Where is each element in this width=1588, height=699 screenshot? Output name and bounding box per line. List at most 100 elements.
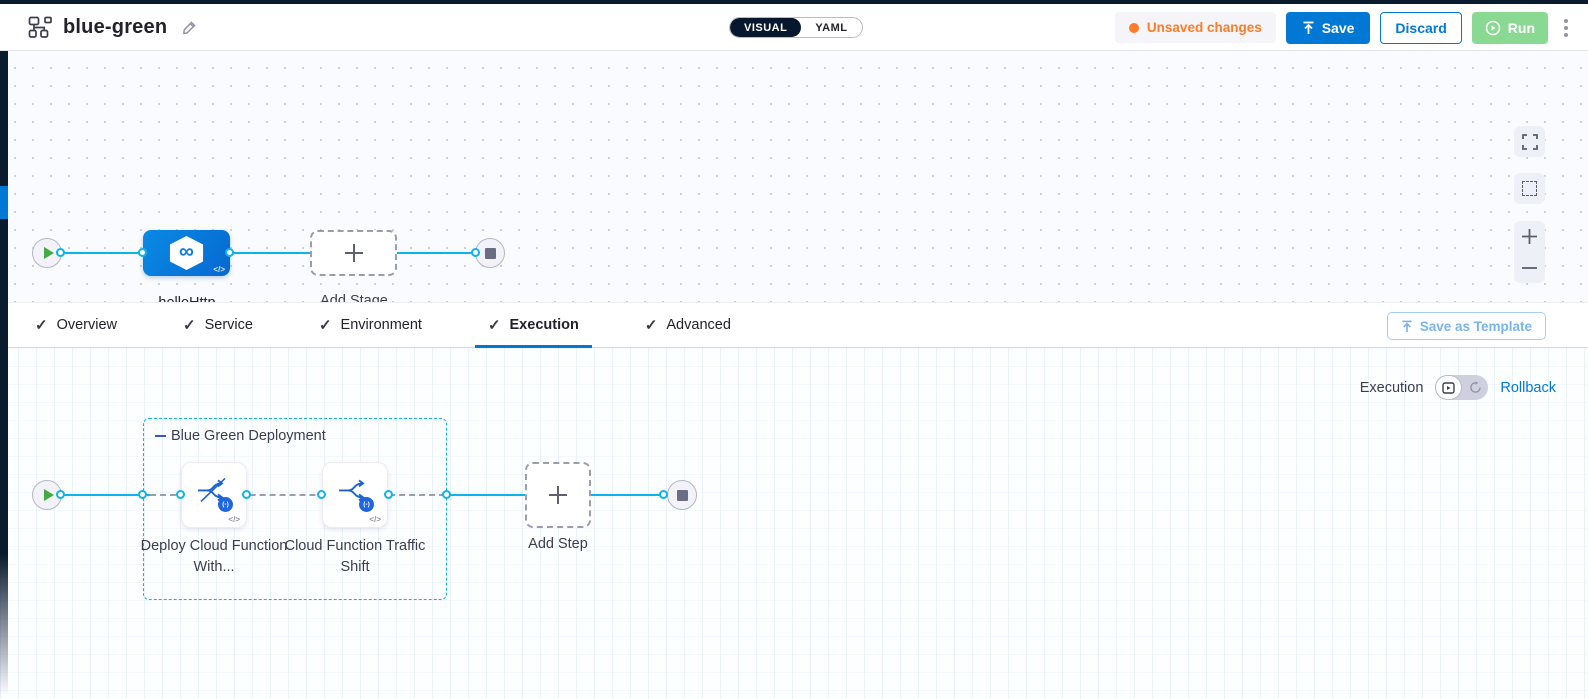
step-group-label: Blue Green Deployment: [171, 428, 326, 444]
code-glyph-icon: </>: [228, 515, 240, 524]
step-label-traffic-shift: Cloud Function Traffic Shift: [284, 538, 426, 576]
check-icon: ✓: [35, 317, 48, 334]
header-actions: Unsaved changes Save Discard: [1114, 4, 1574, 51]
discard-button[interactable]: Discard: [1380, 11, 1462, 44]
collapsed-nav-strip: [0, 51, 8, 696]
check-icon: ✓: [318, 317, 332, 334]
start-play-icon: [43, 489, 54, 501]
minus-icon: [1522, 266, 1537, 269]
plus-icon: [344, 244, 363, 262]
stage-tabbar: ✓ Overview ✓ Service ✓ Environment ✓ Exe…: [0, 302, 1588, 348]
unsaved-dot-icon: [1128, 22, 1139, 33]
connector-ring: [225, 248, 234, 257]
unsaved-changes-badge: Unsaved changes: [1114, 12, 1276, 43]
tab-service[interactable]: ✓ Service: [170, 303, 266, 347]
step-node-traffic-shift[interactable]: (-) </>: [322, 462, 388, 528]
collapse-dash-icon: [155, 434, 166, 438]
tab-label: Environment: [340, 317, 422, 333]
visual-yaml-toggle: VISUAL YAML: [729, 17, 863, 38]
save-button[interactable]: Save: [1285, 11, 1371, 44]
save-as-template-button[interactable]: Save as Template: [1386, 312, 1546, 340]
plus-icon: [1522, 229, 1537, 244]
step-group-header[interactable]: Blue Green Deployment: [155, 428, 326, 444]
connector-ring: [242, 490, 251, 499]
upload-icon: [1302, 21, 1315, 35]
stop-icon: [484, 247, 496, 259]
tab-environment[interactable]: ✓ Environment: [306, 303, 435, 347]
save-as-template-label: Save as Template: [1419, 318, 1532, 334]
stage-node-hellohttp[interactable]: ∞ </>: [143, 230, 230, 276]
marquee-select-button[interactable]: [1514, 173, 1545, 204]
fullscreen-icon: [1521, 133, 1538, 150]
toggle-visual[interactable]: VISUAL: [730, 18, 802, 37]
execution-mode-row: Execution Rollback: [1360, 375, 1556, 400]
tab-execution[interactable]: ✓ Execution: [474, 303, 592, 348]
active-nav-indicator: [0, 186, 8, 219]
pipeline-title: blue-green: [63, 15, 168, 38]
tab-label: Service: [204, 317, 253, 333]
execution-canvas[interactable]: Execution Rollback: [0, 348, 1588, 699]
stage-canvas[interactable]: ∞ </> helloHttp Add Stage: [0, 51, 1588, 302]
tab-label: Advanced: [666, 317, 731, 333]
pipeline-header: blue-green VISUAL YAML Unsaved changes: [0, 4, 1588, 51]
zoom-controls: [1514, 221, 1545, 283]
tab-advanced[interactable]: ✓ Advanced: [632, 303, 744, 347]
add-stage-label: Add Stage: [320, 293, 388, 302]
stage-connector-line: [47, 252, 490, 254]
execution-rollback-toggle[interactable]: [1435, 375, 1489, 400]
connector-ring: [659, 490, 668, 499]
unsaved-changes-label: Unsaved changes: [1146, 20, 1262, 35]
zoom-out-button[interactable]: [1514, 252, 1545, 283]
toggle-rollback-option[interactable]: [1462, 375, 1489, 400]
pipeline-graph-icon: [28, 16, 53, 39]
add-step-label: Add Step: [528, 536, 588, 552]
execution-end-node: [667, 480, 697, 510]
add-stage-button[interactable]: [310, 230, 397, 276]
discard-label: Discard: [1395, 19, 1447, 36]
stage-type-icon: ∞: [169, 236, 204, 270]
start-play-icon: [43, 247, 54, 259]
connector-ring: [317, 490, 326, 499]
zoom-in-button[interactable]: [1514, 221, 1545, 252]
run-label: Run: [1507, 19, 1535, 36]
code-glyph-icon: </>: [213, 265, 225, 274]
header-left: blue-green: [0, 16, 198, 39]
stop-icon: [676, 489, 688, 501]
marquee-icon: [1522, 181, 1537, 196]
rollback-link[interactable]: Rollback: [1500, 379, 1556, 396]
step-node-deploy-cloud-function[interactable]: (-) </>: [181, 462, 247, 528]
connector-ring: [56, 490, 65, 499]
tab-label: Overview: [56, 317, 118, 333]
rollback-mode-icon: [1469, 381, 1481, 393]
tab-label: Execution: [509, 317, 579, 333]
connector-ring: [384, 490, 393, 499]
run-button[interactable]: Run: [1471, 11, 1548, 44]
exec-dashed-line: [150, 494, 445, 496]
check-icon: ✓: [487, 317, 501, 334]
check-icon: ✓: [644, 317, 658, 334]
edit-pencil-icon[interactable]: [181, 19, 198, 36]
more-options-kebab-icon[interactable]: [1558, 13, 1574, 43]
add-step-button[interactable]: [525, 462, 591, 528]
upload-icon: [1401, 320, 1413, 333]
connector-ring: [471, 248, 480, 257]
connector-ring: [442, 490, 451, 499]
execution-mode-label: Execution: [1359, 379, 1424, 396]
connector-ring: [138, 248, 147, 257]
code-glyph-icon: </>: [369, 515, 381, 524]
execution-mode-icon: [1442, 381, 1455, 394]
toggle-execution-option[interactable]: [1435, 375, 1462, 400]
cloud-function-badge-icon: (-): [218, 497, 233, 512]
save-label: Save: [1321, 19, 1355, 36]
check-icon: ✓: [183, 317, 196, 334]
cloud-function-badge-icon: (-): [359, 497, 374, 512]
tab-overview[interactable]: ✓ Overview: [22, 303, 130, 347]
plus-icon: [549, 486, 567, 504]
traffic-shift-icon: [337, 475, 373, 510]
connector-ring: [138, 490, 147, 499]
stage-name-label: helloHttp: [127, 295, 247, 302]
toggle-yaml[interactable]: YAML: [815, 21, 848, 34]
fullscreen-button[interactable]: [1514, 126, 1545, 157]
step-group-blue-green-deployment[interactable]: Blue Green Deployment: [143, 418, 447, 600]
